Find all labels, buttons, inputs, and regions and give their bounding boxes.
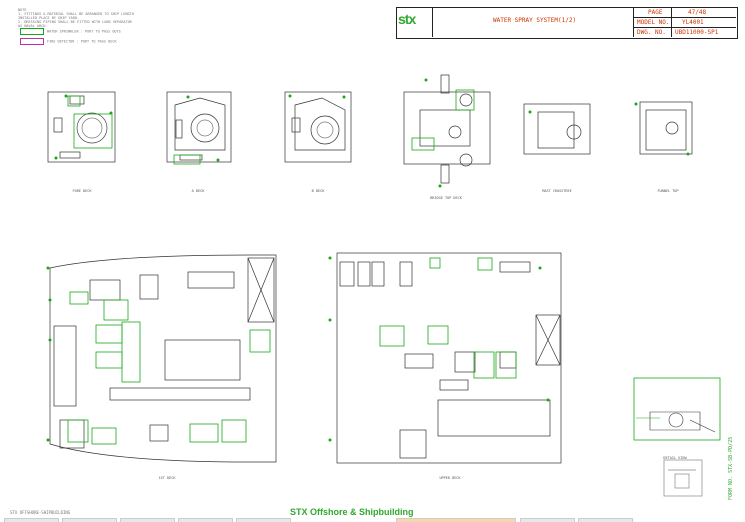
info-cell	[633, 7, 737, 37]
view-first-deck-outline	[49, 254, 277, 463]
note-line: 2. DRESSING PIPING SHALL BE FITTED WITH …	[18, 20, 132, 24]
stx-logo: stx	[398, 11, 416, 27]
view-fore-deck-outline	[47, 91, 116, 163]
view-b-deck-outline	[284, 91, 352, 163]
note-line: INSTALLED PLACE BY SHIP YARD.	[18, 16, 80, 20]
footer-company-banner: STX Offshore & Shipbuilding	[290, 507, 414, 517]
caption-fore-deck: FORE DECK	[72, 189, 92, 193]
sheet-tab[interactable]	[4, 518, 59, 522]
title-block	[396, 7, 738, 39]
caption-mast: MAST CROSSTREE	[542, 189, 572, 193]
caption-a-deck: A DECK	[191, 189, 205, 193]
note-line: 1. FITTINGS & MATERIAL SHALL BE ARRANGED…	[18, 12, 134, 16]
caption-first-deck: 1ST DECK	[158, 476, 176, 480]
sheet-tab[interactable]	[578, 518, 633, 522]
model-value: YL4001	[682, 19, 704, 26]
caption-detail: DETAIL VIEW	[663, 456, 687, 460]
legend-desc: : PORT TO PASS DECK	[76, 39, 117, 44]
divider	[633, 27, 736, 28]
legend-item-detector: FIRE DETECTOR : PORT TO PASS DECK	[20, 38, 117, 45]
legend-swatch-magenta	[20, 38, 44, 45]
view-bridge-top-outline	[403, 91, 491, 165]
sheet-tab[interactable]	[62, 518, 117, 522]
divider	[633, 17, 736, 18]
legend-item-sprinkler: WATER SPRINKLER : PORT TO PASS OUTS	[20, 28, 121, 35]
dwg-value: UBD11000-SP1	[675, 29, 719, 36]
legend-label: FIRE DETECTOR	[47, 39, 75, 44]
caption-bridge-top: BRIDGE TOP DECK	[430, 196, 462, 200]
legend-desc: : PORT TO PASS OUTS	[80, 29, 121, 34]
view-upper-deck-outline	[336, 252, 562, 464]
bottom-tab-strip	[0, 518, 745, 522]
dwg-label: DWG. NO.	[637, 29, 666, 36]
sheet-tab[interactable]	[520, 518, 575, 522]
detail-frame	[633, 377, 721, 441]
logo-cell	[396, 7, 433, 37]
general-notes: NOTE 1. FITTINGS & MATERIAL SHALL BE ARR…	[18, 8, 134, 28]
form-number-text: FORM NO. STX-SB-PD/25	[728, 436, 734, 500]
sheet-tab[interactable]	[236, 518, 291, 522]
drawing-title: WATER SPRAY SYSTEM(1/2)	[493, 17, 577, 24]
caption-upper-deck: UPPER DECK	[439, 476, 461, 480]
caption-b-deck: B DECK	[311, 189, 325, 193]
caption-funnel: FUNNEL TOP	[657, 189, 679, 193]
footer-company-small: STX OFFSHORE-SHIPBUILDING	[10, 510, 71, 515]
form-number-vertical: FORM NO. STX-SB-PD/25	[725, 330, 739, 500]
sheet-tab-active[interactable]	[396, 518, 516, 522]
sheet-tab[interactable]	[178, 518, 233, 522]
note-line: AS NAVAL ARCH.	[18, 24, 48, 28]
page-value: 47/48	[688, 9, 707, 16]
notes-header: NOTE	[18, 8, 27, 12]
model-label: MODEL NO.	[637, 19, 670, 26]
legend-label: WATER SPRINKLER	[47, 29, 79, 34]
legend-swatch-green	[20, 28, 44, 35]
divider	[671, 7, 672, 37]
view-mast-outline	[523, 103, 591, 155]
view-funnel-outline	[639, 101, 693, 155]
page-label: PAGE	[648, 9, 663, 16]
sheet-tab[interactable]	[120, 518, 175, 522]
view-a-deck-outline	[166, 91, 232, 163]
